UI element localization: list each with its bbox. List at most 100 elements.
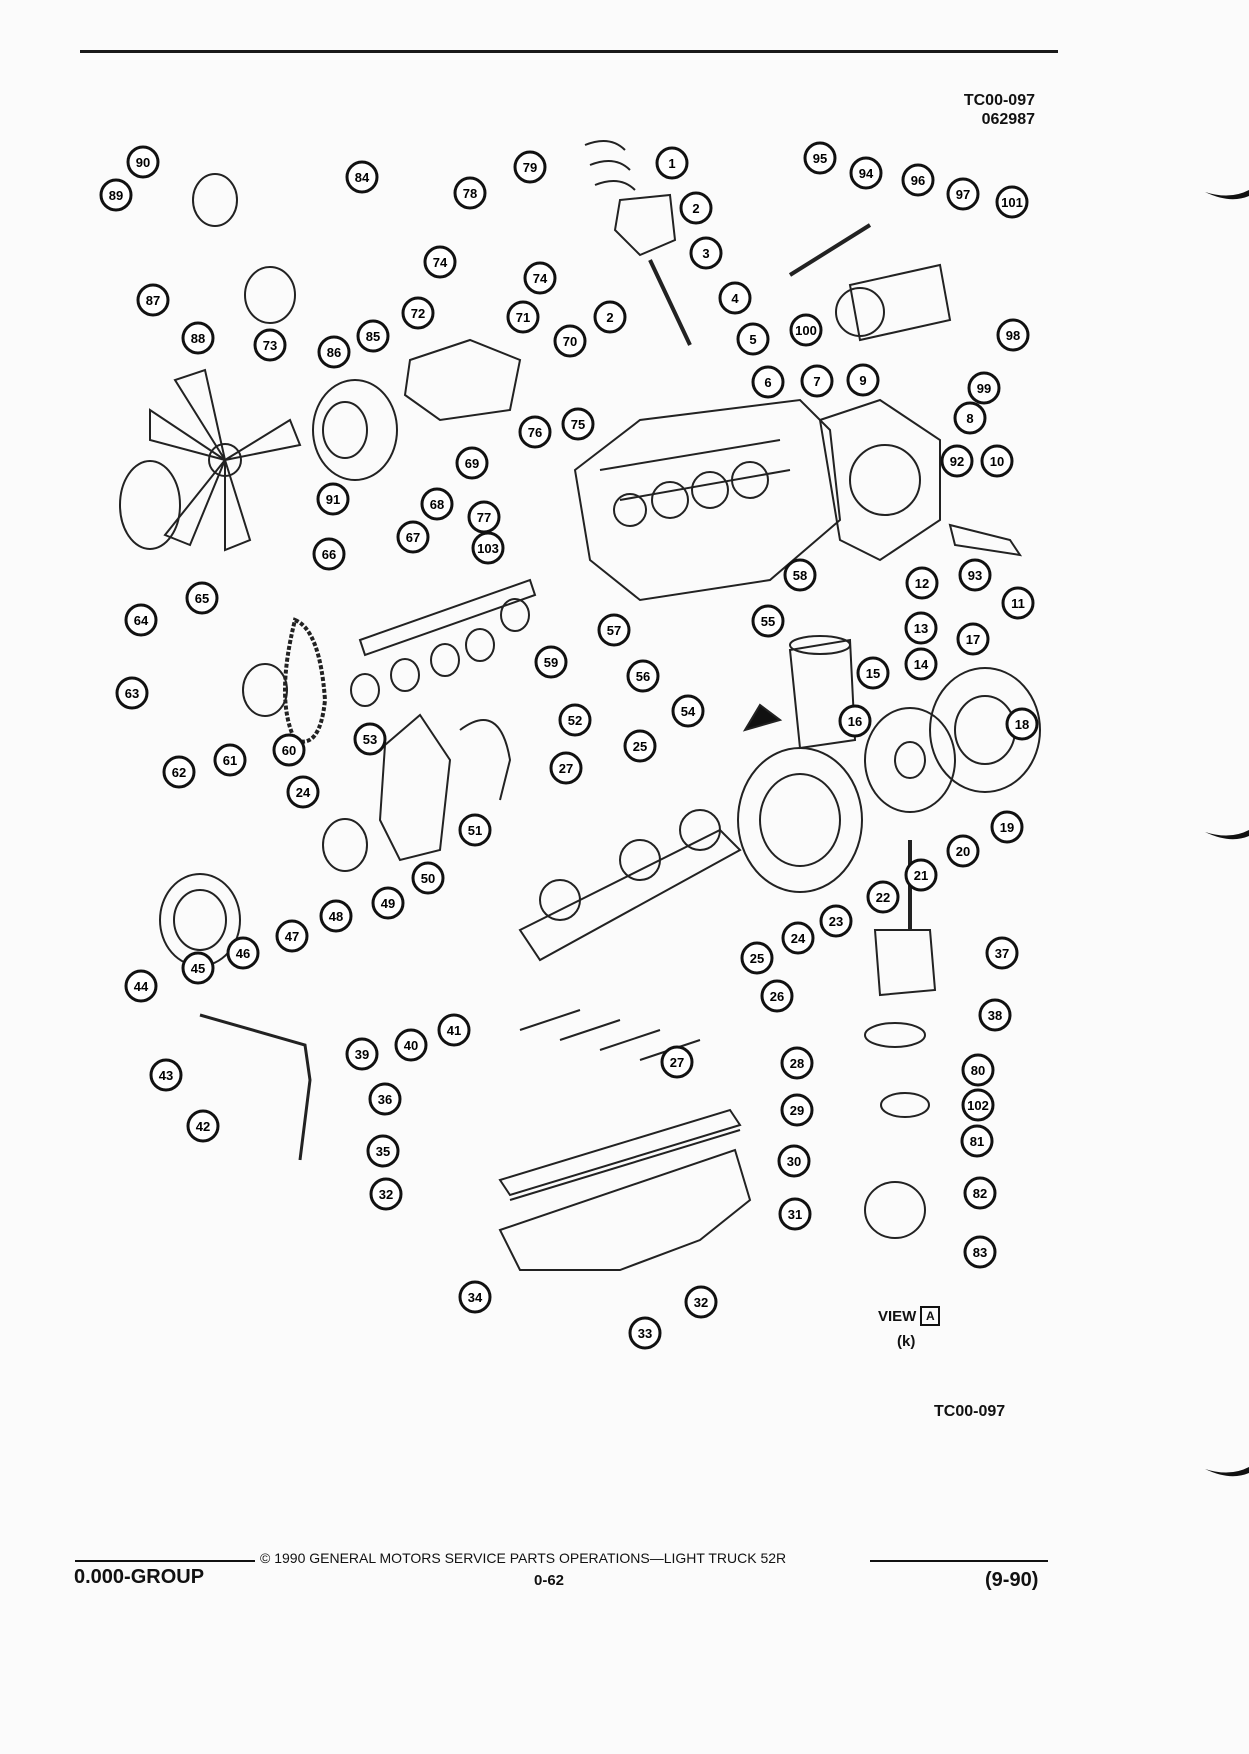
callout-51: 51 [458, 813, 492, 847]
callout-number: 98 [1006, 328, 1020, 343]
view-letter-box: A [920, 1306, 941, 1326]
callout-number: 73 [263, 338, 277, 353]
callout-41: 41 [437, 1013, 471, 1047]
callout-number: 85 [366, 329, 380, 344]
footer-copyright: © 1990 GENERAL MOTORS SERVICE PARTS OPER… [260, 1550, 787, 1566]
callout-number: 88 [191, 331, 205, 346]
callout-ring [186, 1109, 220, 1143]
callout-ring [904, 858, 938, 892]
callout-24: 24 [781, 921, 815, 955]
callout-55: 55 [751, 604, 785, 638]
callout-number: 49 [381, 896, 395, 911]
callout-5: 5 [736, 322, 770, 356]
callout-ring [356, 319, 390, 353]
callout-number: 90 [136, 155, 150, 170]
callout-94: 94 [849, 156, 883, 190]
callout-91: 91 [316, 482, 350, 516]
callout-27: 27 [549, 751, 583, 785]
callout-ring [778, 1197, 812, 1231]
callout-number: 28 [790, 1056, 804, 1071]
callout-number: 59 [544, 655, 558, 670]
callout-number: 51 [468, 823, 482, 838]
callout-30: 30 [777, 1144, 811, 1178]
callout-79: 79 [513, 150, 547, 184]
callout-number: 27 [670, 1055, 684, 1070]
callout-ring [455, 446, 489, 480]
callout-number: 67 [406, 530, 420, 545]
footer-rule-right [870, 1560, 1048, 1562]
callout-number: 86 [327, 345, 341, 360]
callout-ring [751, 365, 785, 399]
callout-ring [124, 969, 158, 1003]
callout-number: 77 [477, 510, 491, 525]
callout-17: 17 [956, 622, 990, 656]
clutch-fork [948, 523, 1023, 557]
callout-ring [990, 810, 1024, 844]
callout-ring [689, 236, 723, 270]
callout-ring [904, 647, 938, 681]
callout-31: 31 [778, 1197, 812, 1231]
callout-ring [523, 261, 557, 295]
callout-ring [985, 936, 1019, 970]
callout-number: 65 [195, 591, 209, 606]
callout-number: 50 [421, 871, 435, 886]
callout-60: 60 [272, 733, 306, 767]
callout-32: 32 [369, 1177, 403, 1211]
callout-75: 75 [561, 407, 595, 441]
callout-number: 102 [967, 1098, 989, 1113]
callout-80: 80 [961, 1053, 995, 1087]
callout-22: 22 [866, 880, 900, 914]
callout-35: 35 [366, 1134, 400, 1168]
callout-ring [866, 880, 900, 914]
callout-56: 56 [626, 659, 660, 693]
callout-53: 53 [353, 722, 387, 756]
callout-21: 21 [904, 858, 938, 892]
callout-9: 9 [846, 363, 880, 397]
crankshaft [518, 828, 742, 962]
callout-number: 70 [563, 334, 577, 349]
callout-number: 84 [355, 170, 370, 185]
callout-102: 102 [961, 1088, 995, 1122]
callout-33: 33 [628, 1316, 662, 1350]
callout-number: 48 [329, 909, 343, 924]
callout-ring [319, 899, 353, 933]
callout-number: 46 [236, 946, 250, 961]
front-cover-gasket [459, 719, 512, 801]
callout-1: 1 [655, 146, 689, 180]
tensioner-pulley [192, 173, 238, 227]
callout-number: 78 [463, 186, 477, 201]
callout-ring [506, 300, 540, 334]
main-bearing-caps [519, 1009, 701, 1061]
callout-29: 29 [780, 1093, 814, 1127]
callout-ring [684, 1285, 718, 1319]
callout-ring [316, 482, 350, 516]
view-label-text: VIEW [878, 1307, 917, 1325]
callout-number: 42 [196, 1119, 210, 1134]
callout-64: 64 [124, 603, 158, 637]
callout-24: 24 [286, 775, 320, 809]
callout-ring [996, 318, 1030, 352]
callout-number: 58 [793, 568, 807, 583]
callout-number: 22 [876, 890, 890, 905]
callout-72: 72 [401, 296, 435, 330]
callout-98: 98 [996, 318, 1030, 352]
callout-78: 78 [453, 176, 487, 210]
piston [613, 193, 677, 257]
callout-number: 60 [282, 743, 296, 758]
callout-number: 91 [326, 492, 340, 507]
callout-10: 10 [980, 444, 1014, 478]
top-rule [80, 50, 1058, 53]
callout-ring [597, 613, 631, 647]
piston-rings [584, 140, 636, 191]
callout-number: 31 [788, 1207, 802, 1222]
callout-7: 7 [800, 364, 834, 398]
callout-ring [593, 300, 627, 334]
callout-number: 1 [668, 156, 675, 171]
callout-number: 9 [859, 373, 866, 388]
callout-20: 20 [946, 834, 980, 868]
callout-27: 27 [660, 1045, 694, 1079]
callout-96: 96 [901, 163, 935, 197]
callout-ring [819, 904, 853, 938]
callout-68: 68 [420, 487, 454, 521]
